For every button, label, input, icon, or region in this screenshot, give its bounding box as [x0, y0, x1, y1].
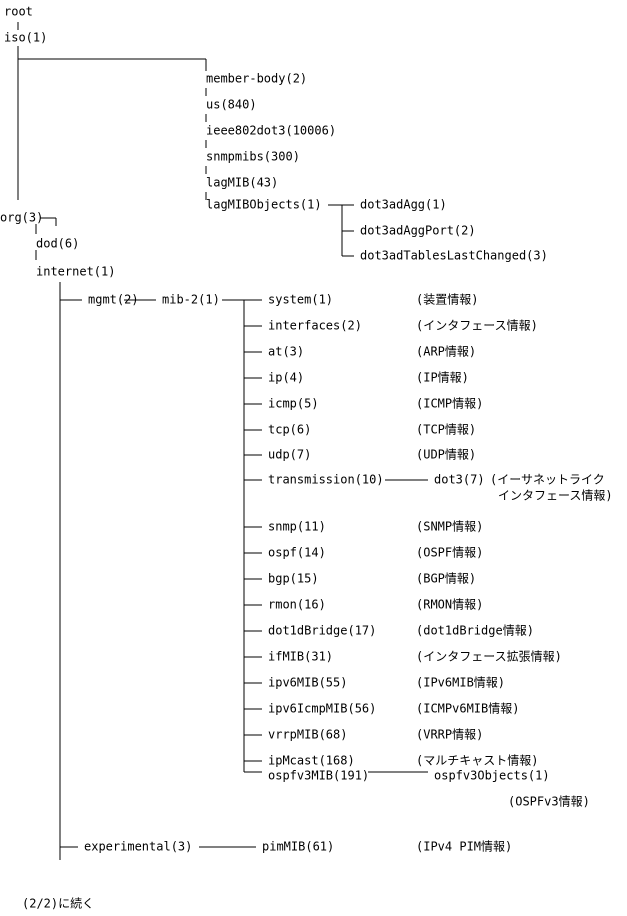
- node-org: org(3): [0, 211, 43, 225]
- node-ipv6mib: ipv6MIB(55): [268, 676, 347, 690]
- node-dot3adaggport: dot3adAggPort(2): [360, 224, 476, 238]
- node-icmp: icmp(5): [268, 397, 319, 411]
- note-ifmib: (インタフェース拡張情報): [416, 650, 562, 664]
- note-udp: (UDP情報): [416, 448, 476, 462]
- node-tcp: tcp(6): [268, 423, 311, 437]
- note-interfaces: (インタフェース情報): [416, 319, 538, 333]
- node-dot3adtableslastchanged: dot3adTablesLastChanged(3): [360, 249, 548, 263]
- note-dot3-line2: インタフェース情報): [498, 489, 613, 503]
- node-ospf: ospf(14): [268, 546, 326, 560]
- node-member-body: member-body(2): [206, 72, 307, 86]
- node-vrrpmib: vrrpMIB(68): [268, 728, 347, 742]
- note-pimmib: (IPv4 PIM情報): [416, 840, 512, 854]
- note-ospfv3: (OSPFv3情報): [508, 795, 590, 809]
- node-ip: ip(4): [268, 371, 304, 385]
- node-mib-2: mib-2(1): [162, 293, 220, 307]
- note-icmp: (ICMP情報): [416, 397, 483, 411]
- note-dot3-line1: (イーサネットライク: [490, 473, 605, 487]
- note-tcp: (TCP情報): [416, 423, 476, 437]
- node-ifmib: ifMIB(31): [268, 650, 333, 664]
- note-system: (装置情報): [416, 293, 478, 307]
- node-ospfv3mib: ospfv3MIB(191): [268, 769, 369, 783]
- node-root: root: [4, 5, 33, 19]
- node-snmp: snmp(11): [268, 520, 326, 534]
- tree-connectors: [17, 22, 428, 860]
- node-mgmt: mgmt(2): [88, 293, 139, 307]
- node-us: us(840): [206, 98, 257, 112]
- node-experimental: experimental(3): [84, 840, 192, 854]
- note-ipv6mib: (IPv6MIB情報): [416, 676, 505, 690]
- node-interfaces: interfaces(2): [268, 319, 362, 333]
- note-ip: (IP情報): [416, 371, 469, 385]
- node-rmon: rmon(16): [268, 598, 326, 612]
- note-bgp: (BGP情報): [416, 572, 476, 586]
- note-vrrpmib: (VRRP情報): [416, 728, 483, 742]
- note-ospf: (OSPF情報): [416, 546, 483, 560]
- node-ipmcast: ipMcast(168): [268, 754, 355, 768]
- node-system: system(1): [268, 293, 333, 307]
- note-ipv6icmpmib: (ICMPv6MIB情報): [416, 702, 519, 716]
- node-internet: internet(1): [36, 265, 115, 279]
- node-bgp: bgp(15): [268, 572, 319, 586]
- node-ieee802dot3: ieee802dot3(10006): [206, 124, 336, 138]
- node-dod: dod(6): [36, 237, 79, 251]
- node-ipv6icmpmib: ipv6IcmpMIB(56): [268, 702, 376, 716]
- node-at: at(3): [268, 345, 304, 359]
- node-transmission: transmission(10): [268, 473, 384, 487]
- node-dot3: dot3(7): [434, 473, 485, 487]
- node-iso: iso(1): [4, 31, 47, 45]
- node-snmpmibs: snmpmibs(300): [206, 150, 300, 164]
- node-udp: udp(7): [268, 448, 311, 462]
- node-dot3adagg: dot3adAgg(1): [360, 198, 447, 212]
- node-lagmib: lagMIB(43): [206, 176, 278, 190]
- note-rmon: (RMON情報): [416, 598, 483, 612]
- note-dot1dbridge: (dot1dBridge情報): [416, 624, 534, 638]
- note-ipmcast: (マルチキャスト情報): [416, 754, 538, 768]
- note-snmp: (SNMP情報): [416, 520, 483, 534]
- node-lagmibobjects: lagMIBObjects(1): [206, 198, 322, 212]
- continued-note: (2/2)に続く: [22, 897, 94, 911]
- node-ospfv3objects: ospfv3Objects(1): [434, 769, 550, 783]
- note-at: (ARP情報): [416, 345, 476, 359]
- node-dot1dbridge: dot1dBridge(17): [268, 624, 376, 638]
- node-pimmib: pimMIB(61): [262, 840, 334, 854]
